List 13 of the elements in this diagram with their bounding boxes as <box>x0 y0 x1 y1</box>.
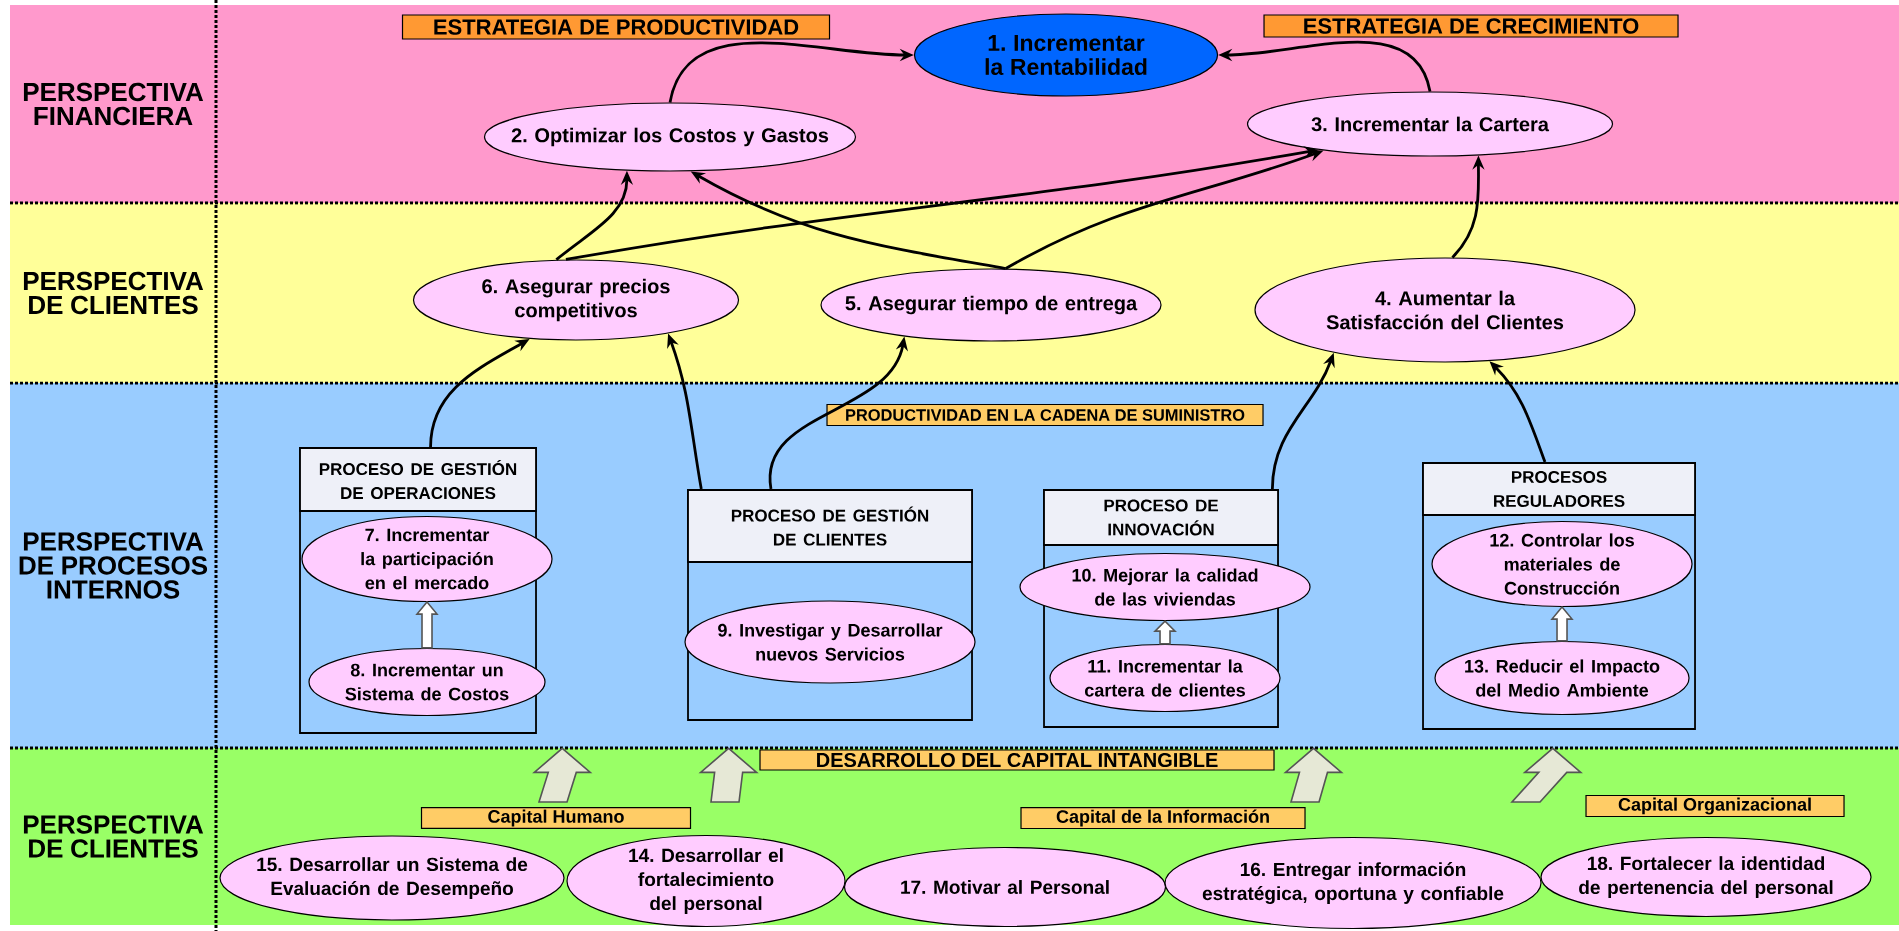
banner: Capital Organizacional <box>1585 794 1845 818</box>
banner: Capital de la Información <box>1020 806 1306 830</box>
block-arrow <box>1283 747 1344 803</box>
banner: ESTRATEGIA DE CRECIMIENTO <box>1263 14 1679 38</box>
block-arrow <box>532 747 593 803</box>
block-arrow <box>1153 619 1177 645</box>
banner: ESTRATEGIA DE PRODUCTIVIDAD <box>401 14 831 40</box>
block-arrow <box>415 600 439 649</box>
block-arrow <box>698 747 759 803</box>
banner: PRODUCTIVIDAD EN LA CADENA DE SUMINISTRO <box>826 403 1264 427</box>
banner: DESARROLLO DEL CAPITAL INTANGIBLE <box>759 749 1275 771</box>
block-arrow <box>1550 605 1574 642</box>
banner: Capital Humano <box>420 807 692 829</box>
